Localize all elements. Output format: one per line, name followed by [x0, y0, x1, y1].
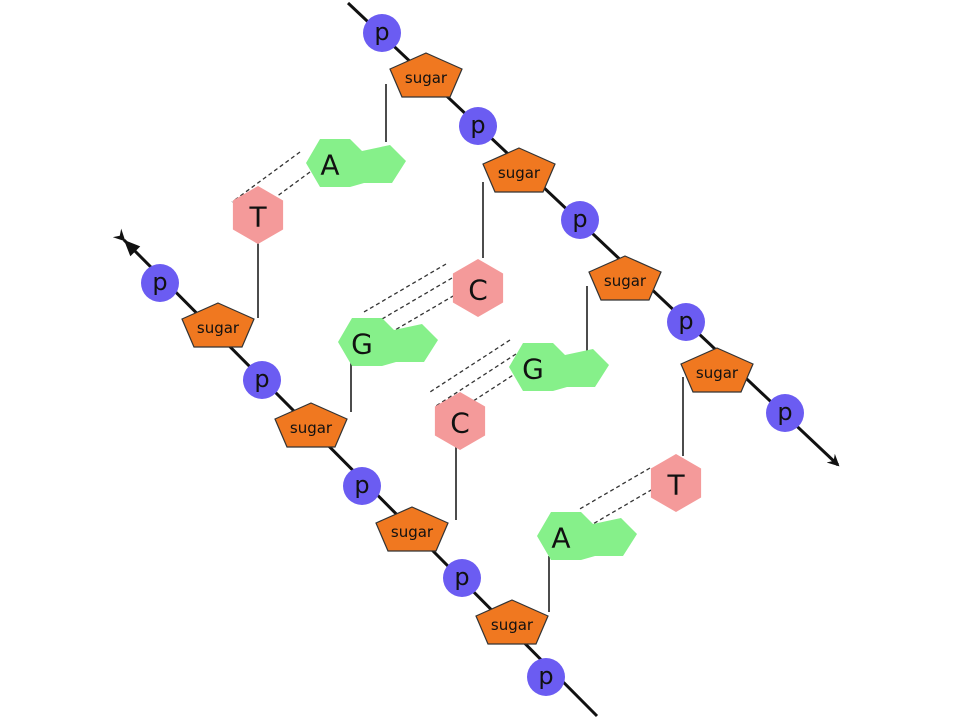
left-strand-phosphate-circle-4 — [527, 658, 565, 696]
hydrogen-bond-1-1 — [369, 277, 453, 327]
left-strand-pyrimidine-hexagon-0 — [232, 186, 284, 244]
right-strand-sugar-label-0: sugar — [405, 69, 448, 87]
right-strand-phosphate-label-0: p — [374, 18, 389, 46]
right-strand-base-letter-1: C — [468, 274, 488, 307]
left-strand-phosphate-label-3: p — [454, 563, 469, 591]
hydrogen-bond-2-1 — [435, 353, 517, 407]
hydrogen-bond-3-0 — [577, 467, 651, 511]
left-strand-sugar-pentagon-1 — [274, 402, 348, 448]
left-strand-phosphate-label-4: p — [538, 662, 553, 690]
right-strand-purine-shape-2 — [509, 343, 609, 391]
left-strand-sugar-label-1: sugar — [290, 419, 333, 437]
left-strand-sugar-label-0: sugar — [197, 319, 240, 337]
right-strand-base-letter-2: G — [522, 353, 544, 386]
right-strand-sugar-pentagon-3 — [680, 347, 754, 393]
left-strand-phosphate-label-0: p — [152, 268, 167, 296]
left-strand-base-letter-0: T — [248, 201, 267, 234]
right-strand-phosphate-circle-4 — [766, 394, 804, 432]
left-strand-phosphate-circle-2 — [343, 467, 381, 505]
left-strand-phosphate-label-1: p — [254, 365, 269, 393]
hydrogen-bond-2-0 — [429, 339, 511, 393]
right-strand-base-letter-3: T — [666, 469, 685, 502]
left-strand-base-letter-3: A — [551, 522, 570, 555]
right-strand-pyrimidine-hexagon-3 — [650, 454, 702, 512]
right-strand-sugar-pentagon-2 — [588, 255, 662, 301]
right-strand-phosphate-circle-3 — [667, 303, 705, 341]
left-strand-base-letter-2: C — [450, 407, 470, 440]
hydrogen-bond-1-0 — [363, 263, 447, 313]
left-strand-sugar-pentagon-2 — [375, 506, 449, 552]
left-strand-pyrimidine-hexagon-2 — [434, 392, 486, 450]
left-strand-sugar-label-3: sugar — [491, 616, 534, 634]
right-strand-base-letter-0: A — [320, 149, 339, 182]
left-strand-purine-shape-3 — [537, 512, 637, 560]
right-strand-purine-shape-0 — [306, 139, 406, 187]
left-strand-sugar-pentagon-3 — [475, 599, 549, 645]
right-strand-sugar-pentagon-0 — [389, 52, 463, 98]
right-strand-phosphate-circle-1 — [459, 107, 497, 145]
left-strand-phosphate-label-2: p — [354, 471, 369, 499]
right-strand-phosphate-label-4: p — [777, 398, 792, 426]
left-strand-phosphate-circle-3 — [443, 559, 481, 597]
left-strand-arrowhead-icon — [124, 240, 141, 257]
right-strand-phosphate-circle-2 — [561, 201, 599, 239]
left-strand-phosphate-circle-0 — [141, 264, 179, 302]
right-strand-pyrimidine-hexagon-1 — [452, 259, 504, 317]
right-strand-phosphate-label-1: p — [470, 111, 485, 139]
right-strand-phosphate-label-2: p — [572, 205, 587, 233]
right-strand-sugar-pentagon-1 — [482, 147, 556, 193]
right-strand-sugar-label-3: sugar — [696, 364, 739, 382]
right-strand-sugar-label-2: sugar — [604, 272, 647, 290]
right-strand-phosphate-circle-0 — [363, 14, 401, 52]
left-strand-sugar-pentagon-0 — [181, 302, 255, 348]
left-strand-purine-shape-1 — [338, 318, 438, 366]
right-strand-phosphate-label-3: p — [678, 307, 693, 335]
left-strand-phosphate-circle-1 — [243, 361, 281, 399]
hydrogen-bond-0-0 — [231, 151, 301, 203]
left-strand-sugar-label-2: sugar — [391, 523, 434, 541]
left-strand-base-letter-1: G — [351, 328, 373, 361]
right-strand-sugar-label-1: sugar — [498, 164, 541, 182]
